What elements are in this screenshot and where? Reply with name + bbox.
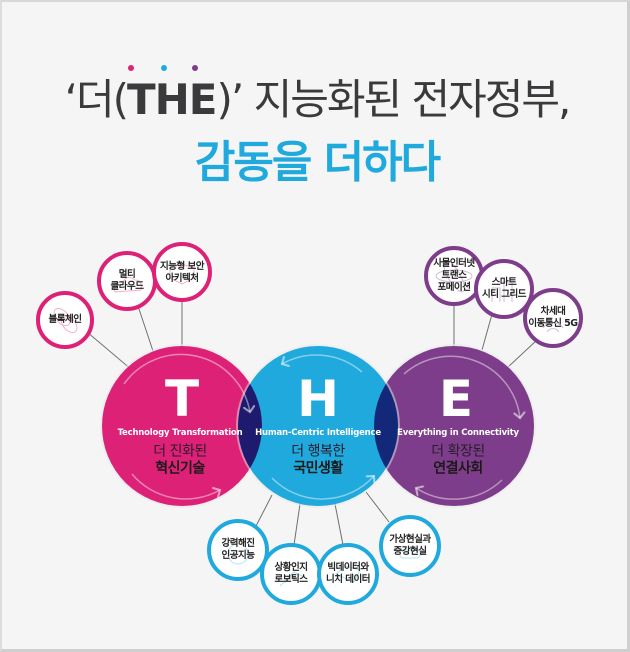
- satellite-robotics: 상황인지 로보틱스: [274, 562, 308, 585]
- satellite-5g: 차세대 이동통신 5G: [528, 306, 578, 329]
- satellite-blockchain: 블록체인: [48, 314, 82, 325]
- headline-line2: 감동을 더하다: [194, 137, 441, 188]
- satellite-vr-ar: 가상현실과 증강현실: [389, 534, 431, 557]
- t-circle: [102, 346, 262, 506]
- headline-prefix: ‘더(: [64, 75, 129, 124]
- headline-suffix: )’ 지능화된 전자정부,: [216, 75, 571, 124]
- robot-arm-icon: [279, 571, 303, 587]
- letter-h: H: [297, 370, 339, 428]
- wifi-signal-icon: [542, 322, 564, 333]
- satellite-ai: 강력해진 인공지능: [221, 538, 255, 561]
- vr-headset-icon: [399, 549, 421, 559]
- cycle-arrows: [123, 353, 520, 500]
- t-korean-line2: 혁신기술: [155, 460, 205, 477]
- e-korean-line2: 연결사회: [433, 460, 483, 477]
- purple-dot: [192, 65, 198, 71]
- h-english: Human-Centric Intelligence: [255, 428, 381, 438]
- headline-the: THE: [126, 75, 217, 124]
- letter-t: T: [164, 370, 200, 428]
- e-korean-line1: 더 확장된: [431, 443, 485, 460]
- satellite-smart-city: 스마트 시티 그리드: [481, 277, 527, 300]
- letter-e: E: [438, 370, 474, 428]
- chain-link-icon: [53, 307, 71, 327]
- data-network-icon: [335, 565, 361, 583]
- e-circle: [374, 346, 534, 506]
- smart-city-icon: [491, 281, 513, 302]
- gear-brain-icon: [227, 543, 249, 565]
- h-korean-line2: 국민생활: [293, 460, 343, 477]
- pink-dot: [128, 65, 134, 71]
- atom-icon: [435, 269, 473, 283]
- t-english: Technology Transformation: [117, 428, 243, 438]
- satellite-multi-cloud: 멀티 클라우드: [110, 269, 144, 292]
- cloud-icon: [113, 276, 142, 293]
- e-satellites: [424, 246, 583, 348]
- h-korean-line1: 더 행복한: [291, 443, 345, 460]
- satellite-big-data: 빅데이터와 니치 데이터: [325, 562, 371, 585]
- h-circle: [238, 346, 398, 506]
- satellite-iot: 사물인터넷 트랜스 포메이션: [433, 258, 475, 293]
- satellite-intelligent-security: 지능형 보안 아키텍처: [159, 261, 205, 284]
- satellite-icons: [53, 259, 564, 587]
- h-satellites: [207, 515, 441, 605]
- blue-dot: [161, 65, 167, 71]
- t-korean-line1: 더 진화된: [153, 443, 207, 460]
- headline-line1: ‘더(THE)’ 지능화된 전자정부,: [2, 74, 627, 126]
- e-english: Everything in Connectivity: [397, 428, 519, 438]
- shield-icon: [169, 263, 195, 285]
- connector-lines: [86, 292, 538, 546]
- t-satellites: [36, 242, 212, 349]
